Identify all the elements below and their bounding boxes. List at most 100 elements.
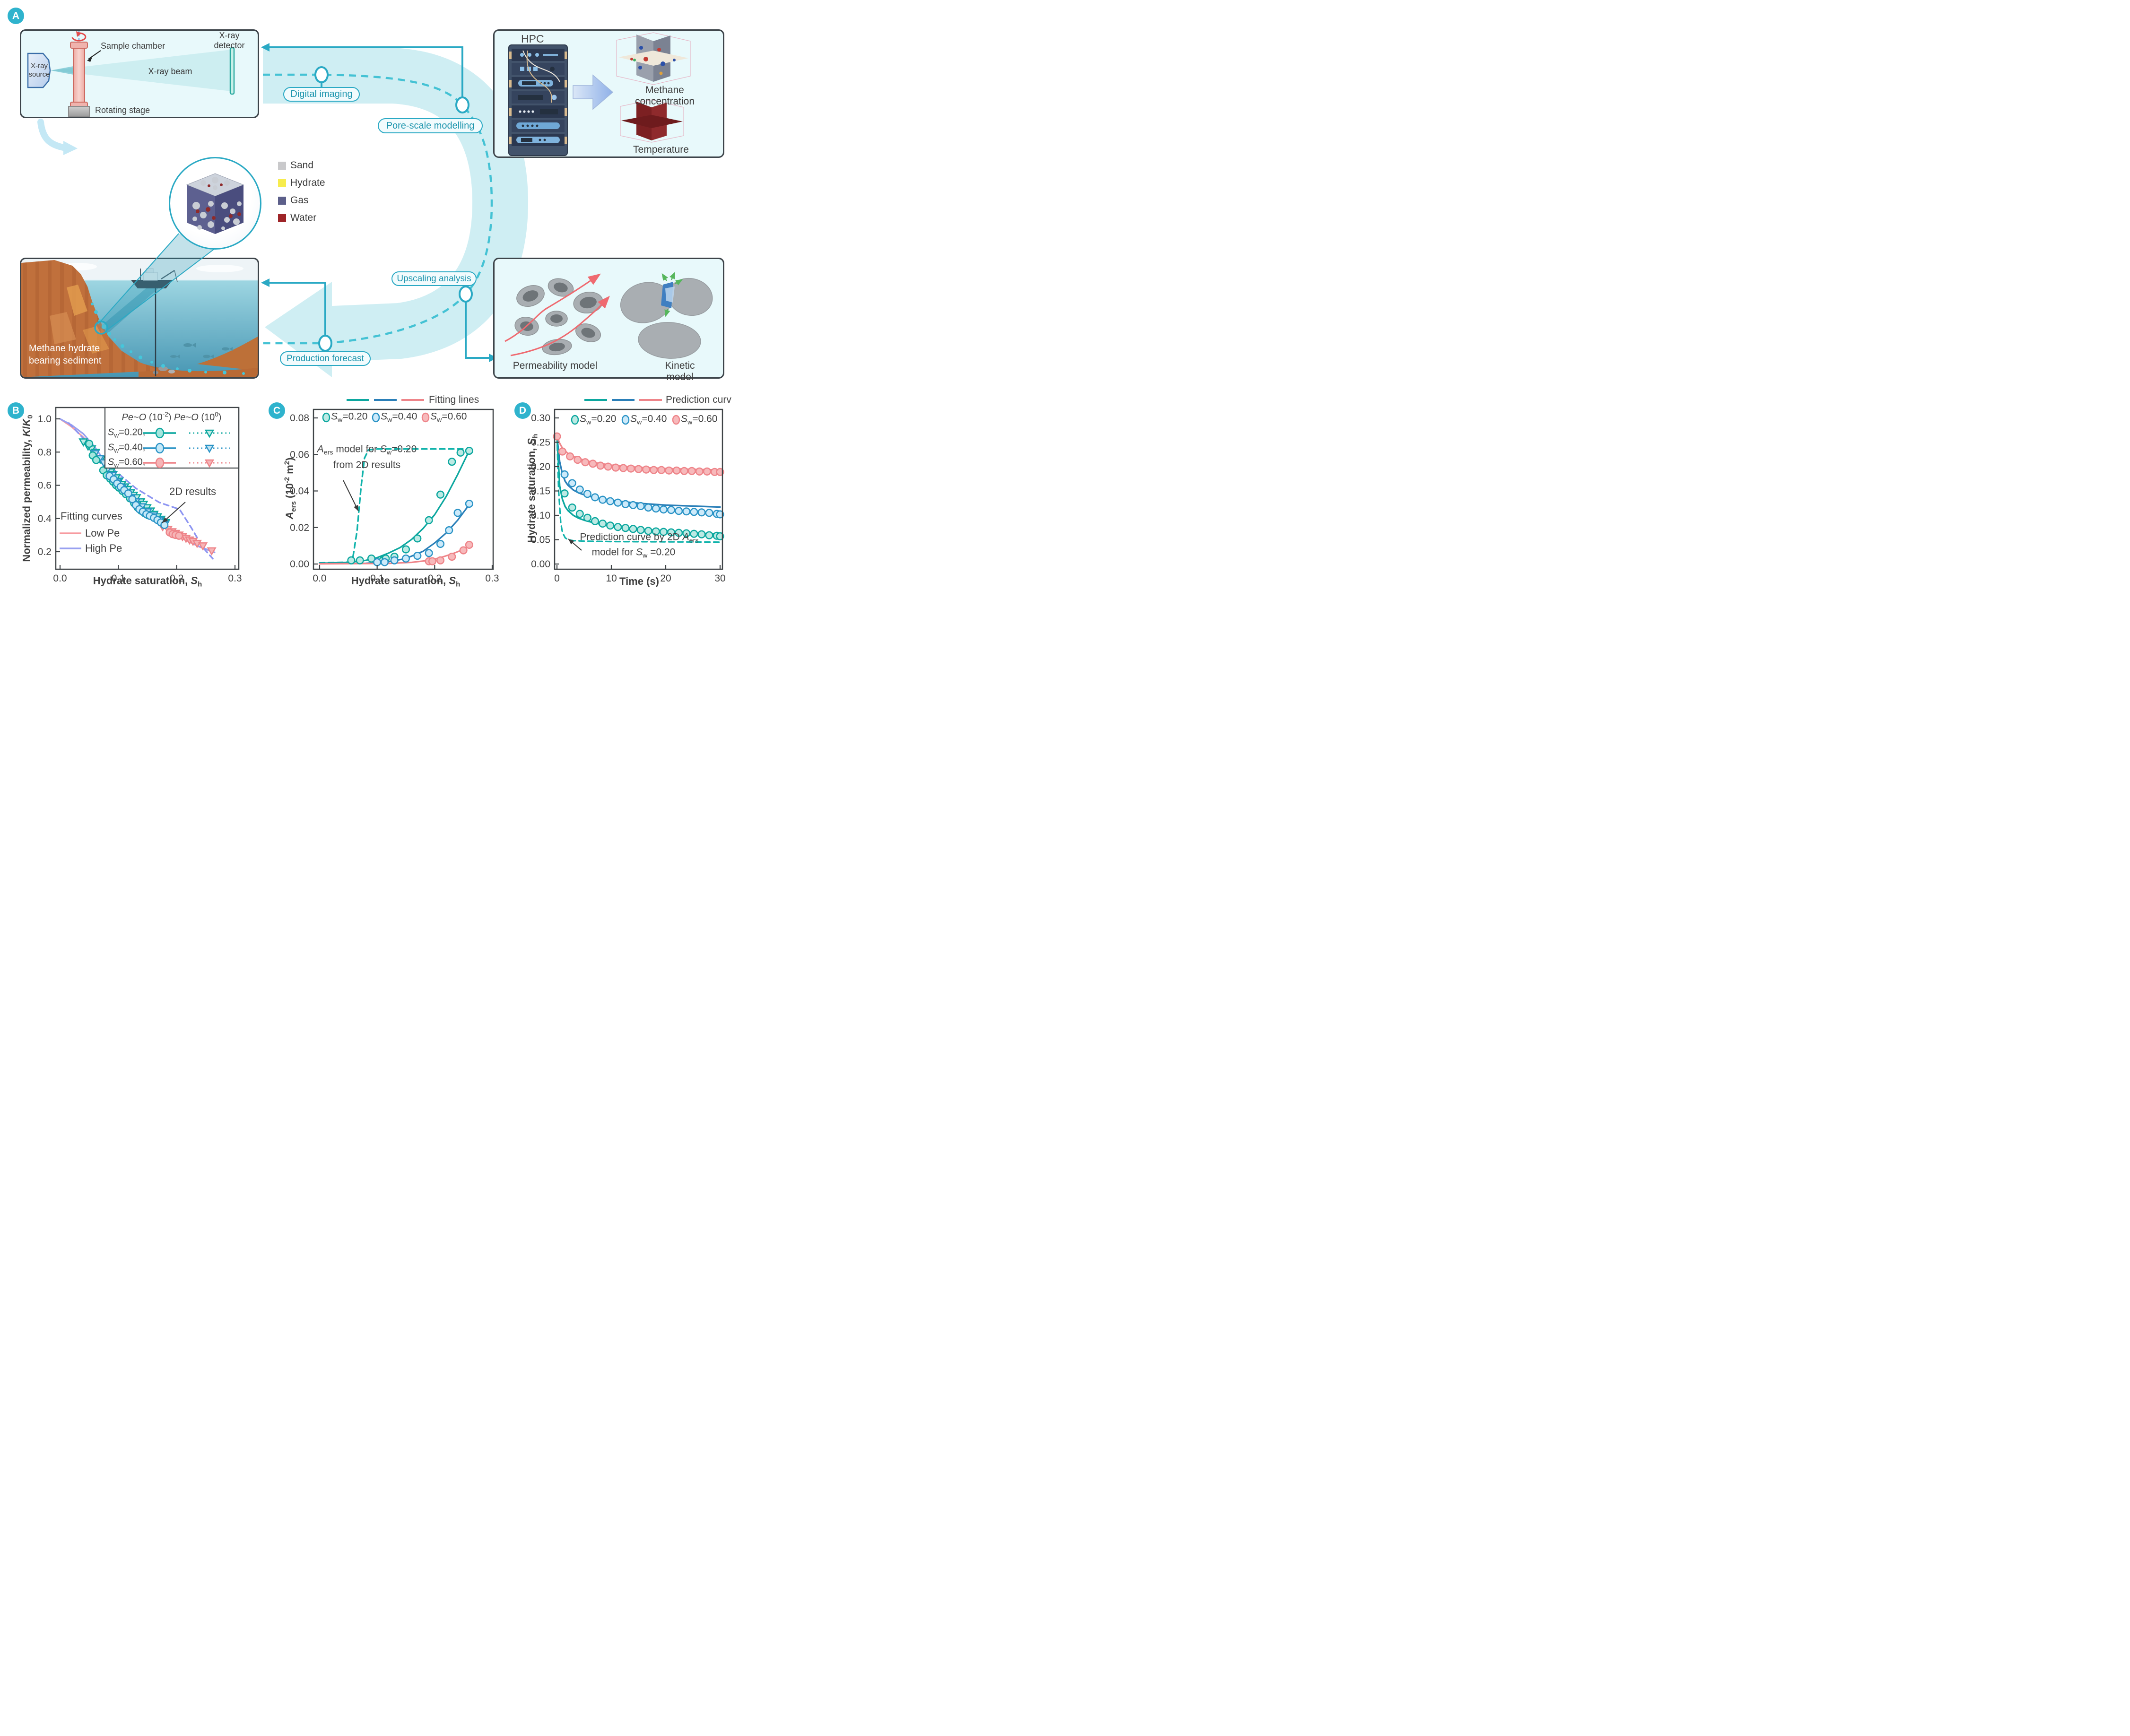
legend-item-hydrate: Hydrate: [278, 177, 325, 189]
xray-detector-label: X-ray detector: [214, 31, 245, 50]
chamber-pointer-head: [87, 57, 92, 62]
svg-text:0.20: 0.20: [531, 461, 550, 472]
microstructure-cube: [186, 173, 244, 234]
models-box: Permeability model Kinetic model: [493, 258, 724, 382]
svg-text:0.0: 0.0: [53, 573, 67, 584]
rotating-stage-block: [68, 106, 90, 117]
svg-text:0.00: 0.00: [531, 559, 550, 570]
workflow-dashed-path: [263, 73, 493, 345]
methane-planes: [616, 32, 691, 85]
series-Sw=0.60 data: [425, 540, 473, 565]
chart-text: Sw=0.40: [630, 413, 667, 426]
chart-text: Fitting curves: [61, 510, 122, 522]
chart-text: Pe~O (10-2) Pe~O (100): [122, 411, 222, 423]
legend-item-water: Water: [278, 212, 325, 224]
legend-box: [104, 407, 240, 469]
series-Sw=0.60 data: [553, 432, 724, 476]
hydrate-label: Hydrate: [290, 177, 325, 188]
svg-text:0: 0: [554, 573, 560, 584]
chart-text: Sw=0.40: [381, 411, 417, 424]
sand-grains: [192, 177, 242, 230]
svg-text:0.2: 0.2: [38, 547, 52, 557]
models-art: [504, 271, 713, 359]
arrowhead-to-seabed: [261, 278, 270, 287]
figure-page: A: [0, 0, 731, 596]
panel-d-badge: D: [514, 402, 531, 419]
sand-swatch: [278, 161, 286, 170]
sample-chamber-label: Sample chamber: [101, 41, 165, 51]
rotating-stage-label: Rotating stage: [95, 105, 150, 115]
chart-text: Fitting lines: [429, 394, 479, 405]
svg-text:0.04: 0.04: [290, 486, 309, 497]
chart-text: Hydrate saturation, Sh: [93, 574, 202, 589]
chart-text: Sw=0.60: [430, 411, 467, 424]
axes-box: [313, 408, 494, 570]
svg-text:0.1: 0.1: [370, 573, 384, 584]
svg-text:0.0: 0.0: [313, 573, 326, 584]
series-Sw=0.40 low Pe: [105, 472, 169, 529]
chart-text: 2D results: [169, 486, 217, 497]
curved-arrow-to-inset: [37, 119, 67, 151]
workflow-connectors: [37, 43, 529, 377]
rotation-arrow-icon: [71, 32, 87, 42]
chart-text: Normalized permeability, K/K0: [20, 415, 35, 562]
legend-item-gas: Gas: [278, 195, 325, 206]
chart-text: model for Sw =0.20: [591, 547, 676, 560]
xray-beam-cone: [51, 50, 231, 91]
hydrate-swatch: [278, 179, 286, 187]
permeability-illustration: [504, 273, 610, 356]
svg-text:10: 10: [606, 573, 617, 584]
chart-text: from 2D results: [333, 460, 401, 470]
methane-concentration-label: Methane concentration: [635, 85, 695, 107]
swoosh-band: [263, 48, 529, 363]
series-Prediction by 2D Aers model: [556, 435, 721, 543]
svg-text:0.1: 0.1: [112, 573, 125, 584]
pill-upscaling-analysis: Upscaling analysis: [391, 271, 477, 286]
svg-text:0.4: 0.4: [38, 513, 52, 524]
svg-text:0.05: 0.05: [531, 535, 550, 546]
chamber-pointer: [88, 50, 101, 60]
chart-text: Sw=0.60,: [108, 457, 146, 469]
chart-text: Sw=0.20: [580, 413, 617, 426]
svg-text:0.2: 0.2: [428, 573, 442, 584]
gas-label: Gas: [290, 195, 309, 206]
hpc-art: [508, 32, 691, 156]
chart-text: Aers model for Sw=0.20: [317, 443, 417, 457]
series-Sw=0.40 data: [560, 470, 724, 519]
chart-text: Sw=0.60: [681, 413, 718, 426]
loop-node-digital: [314, 66, 329, 83]
water-patches: [196, 183, 241, 220]
rack-units: [509, 49, 567, 146]
elbow-forecast-to-seabed: [269, 282, 326, 337]
xray-detector-bar: [229, 47, 235, 95]
chart-text: Sw=0.20,: [108, 427, 146, 439]
xray-source-label: X-ray source: [28, 62, 50, 78]
pill-pore-scale-modelling: Pore-scale modelling: [378, 118, 483, 133]
chart-text: Sw=0.40,: [108, 442, 146, 454]
chamber-cap-top: [70, 42, 88, 49]
elbow-upscaling-to-models: [465, 301, 489, 359]
svg-text:20: 20: [660, 573, 671, 584]
chart-text: Low Pe: [85, 527, 120, 539]
svg-text:0.6: 0.6: [38, 480, 52, 491]
series-Prediction Sw=0.20: [556, 435, 721, 535]
sand-label: Sand: [290, 160, 314, 171]
chart-text: Prediction curve by 2D Aers: [580, 531, 699, 545]
rotation-arrowhead: [76, 31, 82, 37]
svg-text:0.2: 0.2: [170, 573, 183, 584]
svg-text:0.06: 0.06: [290, 449, 309, 460]
water-swatch: [278, 214, 286, 222]
series-Sw=0.40 data: [373, 499, 473, 566]
panel-c-badge: C: [269, 402, 285, 419]
chart-text: Hydrate saturation, Sh: [525, 434, 539, 543]
curved-arrowhead: [63, 141, 78, 155]
kinetic-illustration: [620, 271, 713, 359]
hpc-title: HPC: [521, 33, 544, 45]
series-Sw=0.60 low Pe: [165, 528, 183, 540]
chart-text: Hydrate saturation, Sh: [351, 574, 461, 589]
seabed-box: Methane hydrate bearing sediment: [20, 258, 259, 379]
